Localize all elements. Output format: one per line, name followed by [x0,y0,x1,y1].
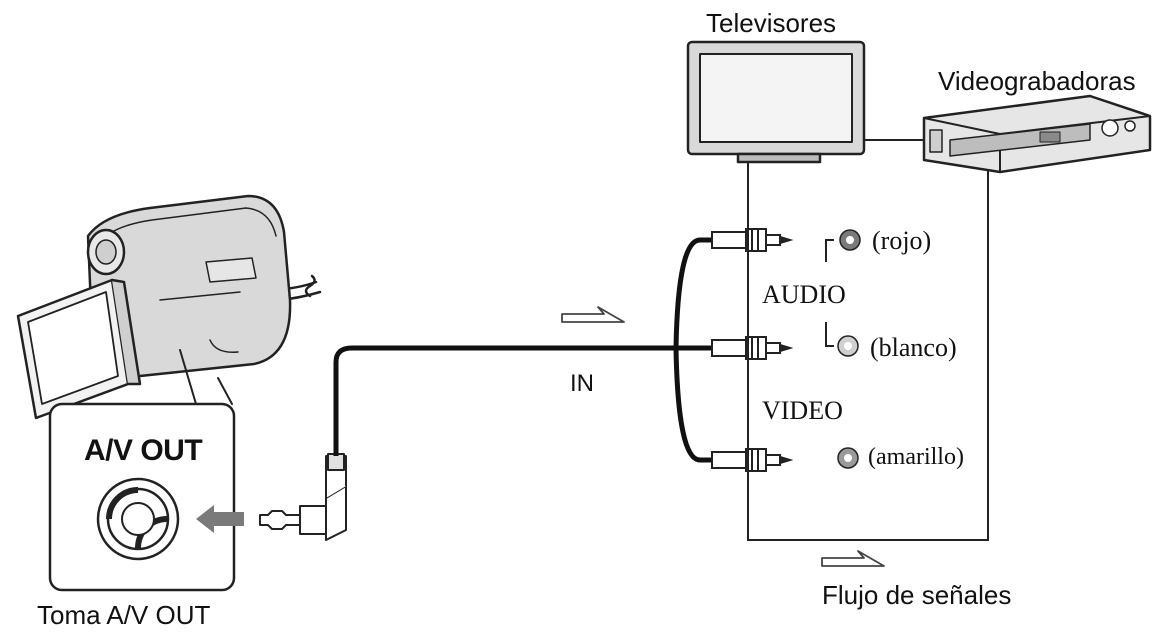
cable-branch-audio-red [673,237,712,349]
rca-plug-yellow [711,448,794,472]
port-label: A/V OUT [84,434,203,467]
red-connector-label: (rojo) [872,226,932,255]
audio-bracket-top [825,239,834,262]
tv-label: Televisores [706,8,837,38]
jack-caption: Toma A/V OUT [37,600,211,630]
input-jack-white [837,335,859,357]
vcr-icon [922,94,1152,174]
av-out-callout [48,402,236,592]
camcorder-icon [16,194,322,420]
cable-branch-video [673,347,712,463]
white-connector-label: (blanco) [870,333,957,362]
minijack-plug-icon [259,453,347,541]
video-label: VIDEO [762,396,843,425]
input-jack-red [839,229,861,251]
signal-flow-label: Flujo de señales [822,580,1012,610]
input-label: IN [570,370,594,397]
audio-bracket-bottom [825,322,834,347]
rca-plug-white [711,336,794,360]
av-out-jack-icon [96,477,180,561]
vcr-label: Videograbadoras [938,66,1136,96]
rca-plug-red [711,228,794,252]
insert-arrow-icon [196,505,244,533]
input-jack-yellow [837,447,859,469]
flow-arrow-bottom-icon [821,550,885,567]
yellow-connector-label: (amarillo) [868,444,964,470]
audio-label: AUDIO [762,280,846,309]
signal-frame [747,162,989,541]
av-cable [333,345,676,456]
television-icon [686,40,866,164]
flow-arrow-icon [561,306,625,323]
